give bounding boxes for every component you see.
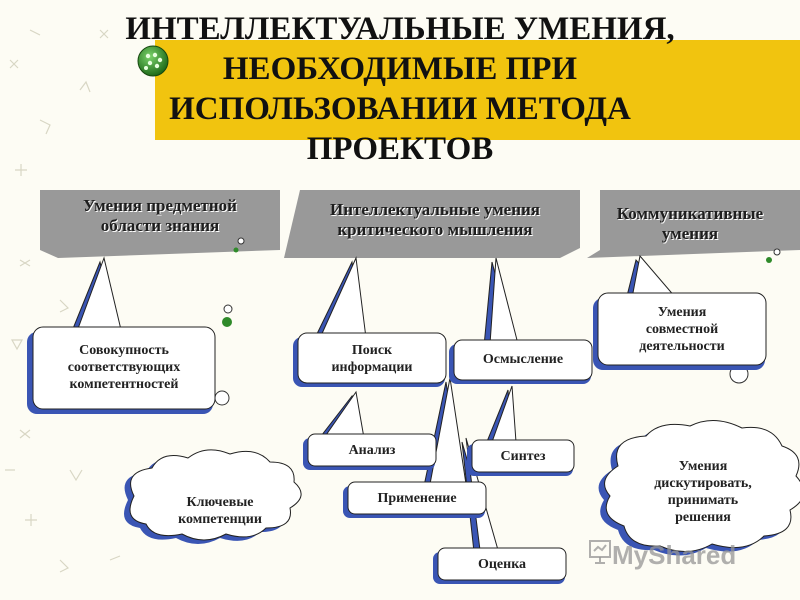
label-discuss-line-3: принимать xyxy=(667,493,739,508)
cloud-discuss xyxy=(598,420,800,556)
label-analysis: Анализ xyxy=(348,443,396,458)
header-communicative: Коммуникативные умения xyxy=(590,204,790,244)
header-critical-shape xyxy=(284,190,580,258)
label-comprehension: Осмысление xyxy=(482,352,564,367)
label-discuss-line-1: Умения xyxy=(678,459,728,474)
label-search: Поиск информации xyxy=(298,342,446,376)
label-competencies-line-3: компетентностей xyxy=(69,377,179,392)
title-banner xyxy=(155,40,800,140)
label-joint-line-2: совместной xyxy=(645,322,719,337)
header-subject-line-2: области знания xyxy=(100,216,220,235)
label-search-line-1: Поиск xyxy=(351,343,393,358)
box-comprehension xyxy=(449,339,593,384)
label-synthesis: Синтез xyxy=(500,449,546,464)
header-critical-line-2: критического мышления xyxy=(337,220,533,239)
label-key-line-2: компетенции xyxy=(178,512,262,527)
header-subject-line-1: Умения предметной xyxy=(83,196,237,215)
header-communicative-line-1: Коммуникативные xyxy=(616,204,764,223)
label-application: Применение xyxy=(377,491,457,506)
header-critical: Интеллектуальные умения критического мыш… xyxy=(290,200,580,240)
label-evaluation: Оценка xyxy=(477,557,527,572)
header-subject: Умения предметной области знания xyxy=(40,196,280,236)
header-critical-line-1: Интеллектуальные умения xyxy=(330,200,540,219)
header-subject-shape xyxy=(40,190,280,258)
box-competencies xyxy=(27,326,216,414)
label-joint-line-3: деятельности xyxy=(639,339,725,354)
label-joint: Умения совместной деятельности xyxy=(598,304,766,355)
title-line-1: ИНТЕЛЛЕКТУАЛЬНЫЕ УМЕНИЯ, xyxy=(125,11,675,47)
box-joint xyxy=(593,292,767,370)
box-evaluation xyxy=(433,547,567,584)
title-line-2: НЕОБХОДИМЫЕ ПРИ xyxy=(222,51,578,87)
cloud-key xyxy=(124,449,302,544)
title-line-3: ИСПОЛЬЗОВАНИИ МЕТОДА xyxy=(169,91,631,127)
title-line-4: ПРОЕКТОВ xyxy=(306,131,494,167)
watermark-text: MyShared xyxy=(612,540,737,570)
presentation-icon xyxy=(589,540,611,564)
box-search xyxy=(293,332,447,387)
header-communicative-line-2: умения xyxy=(661,224,719,243)
box-analysis xyxy=(303,433,437,470)
label-search-line-2: информации xyxy=(331,360,413,375)
box-synthesis xyxy=(467,439,575,476)
label-discuss: Умения дискутировать, принимать решения xyxy=(618,458,788,526)
box-application xyxy=(343,481,487,518)
label-competencies-line-2: соответствующих xyxy=(67,360,181,375)
label-key-line-1: Ключевые xyxy=(186,495,254,510)
label-key: Ключевые компетенции xyxy=(140,494,300,528)
label-discuss-line-2: дискутировать, xyxy=(654,476,752,491)
green-globe-icon xyxy=(137,45,169,77)
header-communicative-shape xyxy=(587,190,800,258)
label-discuss-line-4: решения xyxy=(675,510,731,525)
label-competencies: Совокупность соответствующих компетентно… xyxy=(33,342,215,393)
label-joint-line-1: Умения xyxy=(657,305,707,320)
label-competencies-line-1: Совокупность xyxy=(79,343,169,358)
